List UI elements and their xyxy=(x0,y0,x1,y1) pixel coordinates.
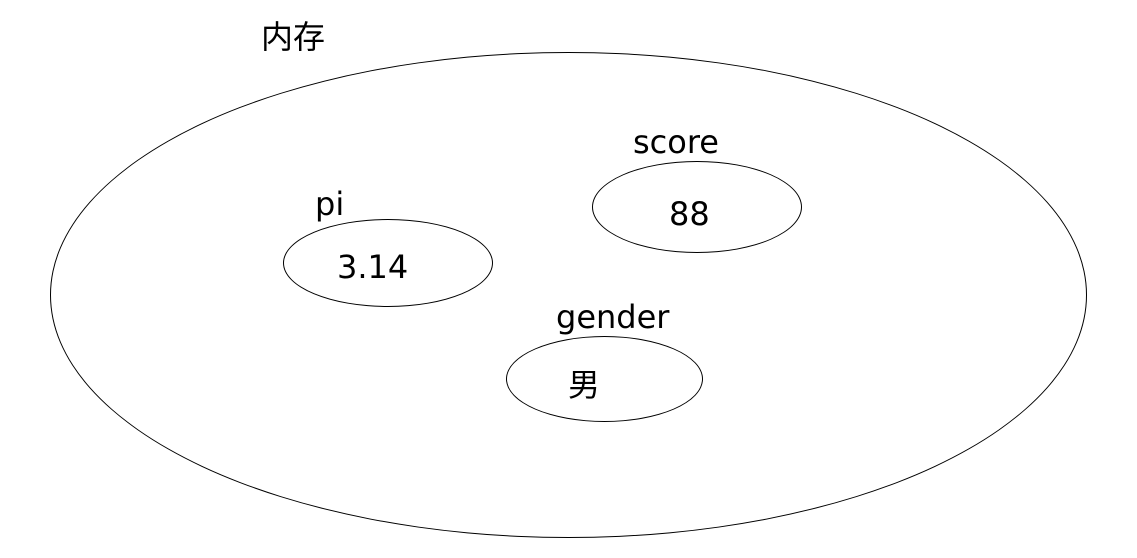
score-variable-value: 88 xyxy=(669,195,710,233)
pi-variable-ellipse xyxy=(283,219,493,307)
gender-variable-value: 男 xyxy=(568,366,601,404)
score-variable-ellipse xyxy=(592,161,802,253)
gender-variable-ellipse xyxy=(506,336,703,422)
pi-variable-name: pi xyxy=(315,185,345,223)
score-variable-name: score xyxy=(633,123,719,161)
memory-label: 内存 xyxy=(261,18,326,56)
memory-container-ellipse xyxy=(50,52,1087,538)
gender-variable-name: gender xyxy=(556,298,670,336)
pi-variable-value: 3.14 xyxy=(337,248,409,286)
